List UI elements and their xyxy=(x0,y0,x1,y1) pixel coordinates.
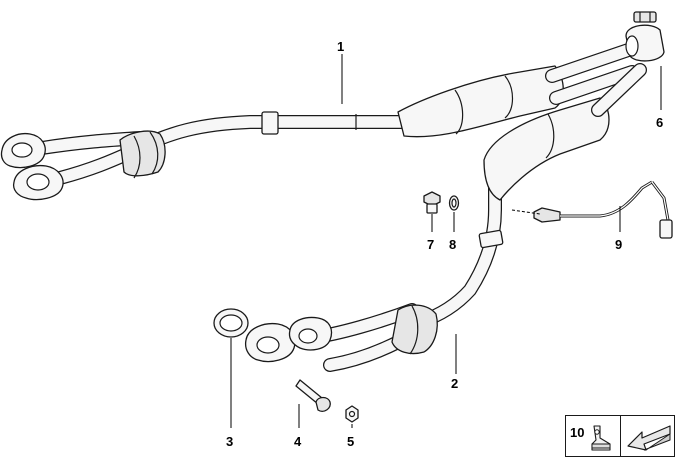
rear-pipe-assembly xyxy=(244,63,647,372)
callout-4: 4 xyxy=(294,434,302,449)
callout-8: 8 xyxy=(449,237,457,252)
callout-9: 9 xyxy=(615,237,623,252)
callout-7: 7 xyxy=(427,237,435,252)
pipe-clamp xyxy=(625,11,665,62)
front-pipe-assembly xyxy=(0,39,647,201)
callout-2: 2 xyxy=(451,376,459,391)
leader-lines xyxy=(230,54,662,428)
callout-6: 6 xyxy=(656,115,664,130)
sealing-ring xyxy=(448,195,460,211)
bolt xyxy=(295,379,331,412)
plug-screw xyxy=(423,191,441,214)
legend-box: 10 xyxy=(565,415,675,457)
callout-5: 5 xyxy=(347,434,355,449)
hanger-bracket-icon xyxy=(591,425,611,451)
callout-3: 3 xyxy=(226,434,234,449)
oxygen-sensor xyxy=(533,180,673,239)
nut xyxy=(345,405,359,423)
callout-10: 10 xyxy=(570,425,585,440)
callout-1: 1 xyxy=(337,39,345,54)
direction-arrow-icon xyxy=(627,425,671,451)
gasket-ring xyxy=(213,308,249,338)
legend-divider xyxy=(620,416,621,456)
